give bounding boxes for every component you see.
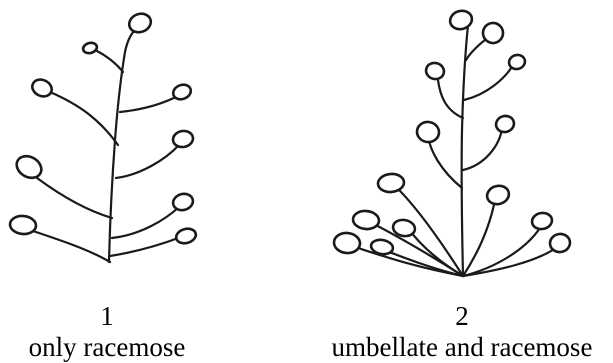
branch — [30, 230, 110, 262]
figure-2-number: 2 — [455, 301, 469, 331]
flower-bud — [171, 192, 194, 213]
branch — [110, 237, 181, 256]
figure-2-umbellate-racemose-drawing — [333, 8, 571, 276]
flower-bud — [172, 129, 194, 148]
flower-bud — [494, 114, 516, 134]
branch — [50, 92, 118, 145]
figure-1-number: 1 — [100, 301, 114, 331]
figure-1-caption: only racemose — [29, 332, 186, 362]
branch — [438, 80, 463, 118]
umbel-ray — [463, 200, 495, 276]
flower-bud — [127, 11, 154, 35]
branch — [428, 136, 462, 188]
umbel-ray — [384, 250, 463, 276]
figure-1-racemose-drawing — [9, 11, 197, 262]
main-axis — [462, 25, 468, 276]
branch — [116, 145, 179, 178]
flower-bud — [175, 227, 198, 246]
flower-bud — [30, 77, 55, 100]
flower-bud — [377, 173, 404, 193]
flower-bud — [448, 8, 474, 31]
flower-bud — [549, 232, 572, 253]
flower-bud — [82, 41, 98, 54]
flower-bud — [415, 120, 440, 144]
flower-bud — [531, 211, 553, 230]
branch — [95, 50, 123, 72]
figure-2-caption: umbellate and racemose — [332, 332, 593, 362]
flower-bud — [9, 215, 36, 235]
flower-bud — [13, 152, 46, 182]
flower-bud — [333, 232, 361, 254]
flower-bud — [352, 210, 379, 230]
branch — [112, 207, 179, 238]
main-axis — [109, 30, 135, 262]
branch — [120, 96, 178, 112]
branch — [37, 178, 112, 218]
flower-bud — [424, 61, 446, 81]
branch — [463, 128, 502, 170]
branch — [464, 62, 515, 100]
flower-bud — [485, 183, 511, 206]
